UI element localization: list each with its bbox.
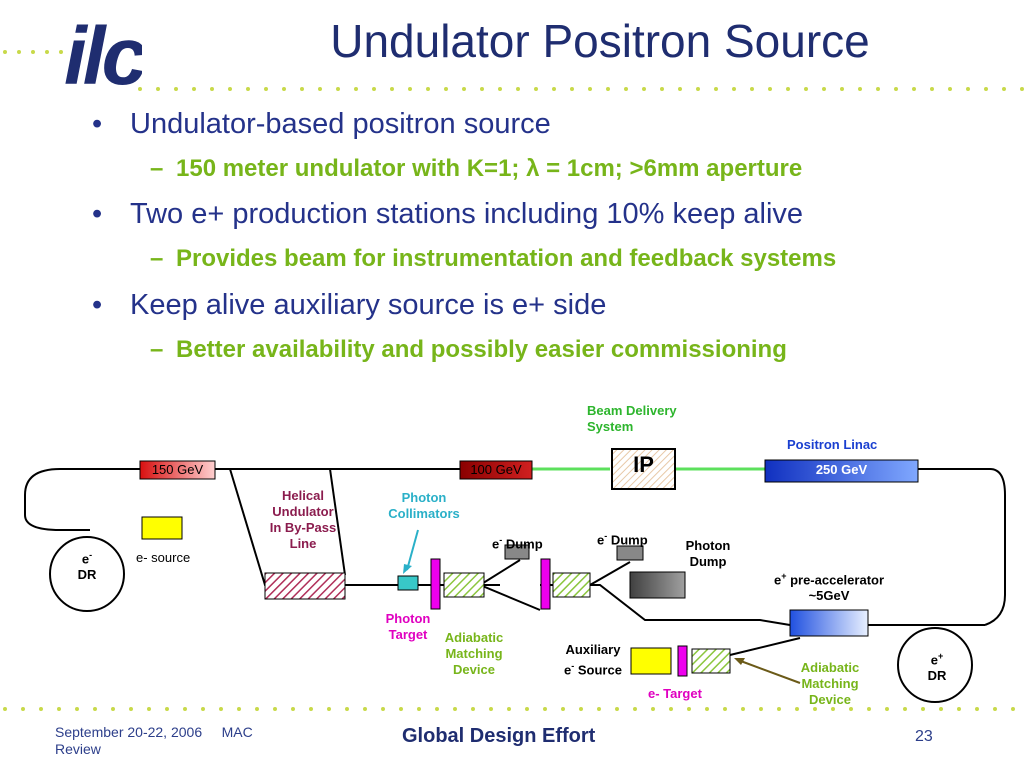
e-plus-dr-label: e+DR: [927, 651, 947, 684]
e-source-label: e- source: [136, 550, 191, 565]
positron-linac-label: Positron Linac: [787, 437, 878, 452]
e-dr-label: e-DR: [77, 550, 97, 583]
gev250-label: 250 GeV: [815, 462, 868, 477]
page-title: Undulator Positron Source: [330, 15, 870, 67]
ilc-logo: ilc: [62, 11, 151, 102]
svg-text:ilc: ilc: [64, 12, 142, 92]
top-left-dotted-divider: [0, 49, 1024, 55]
e-dump-1-label: e- Dump: [492, 535, 543, 552]
gev100-label: 100 GeV: [470, 462, 522, 477]
e-dump-2-label: e- Dump: [597, 531, 648, 548]
footer-center-text: Global Design Effort: [402, 725, 596, 747]
e-target-label: e- Target: [648, 686, 702, 701]
gev150-label: 150 GeV: [151, 462, 204, 477]
bottom-dotted-divider: [0, 706, 1024, 712]
ip-box-label: IP: [633, 452, 654, 477]
preaccelerator-label: e+ pre-accelerator~5GeV: [773, 571, 885, 604]
page-number: 23: [915, 728, 933, 745]
beamline-diagram: [24, 448, 1006, 703]
top-dotted-divider: [0, 86, 1024, 92]
